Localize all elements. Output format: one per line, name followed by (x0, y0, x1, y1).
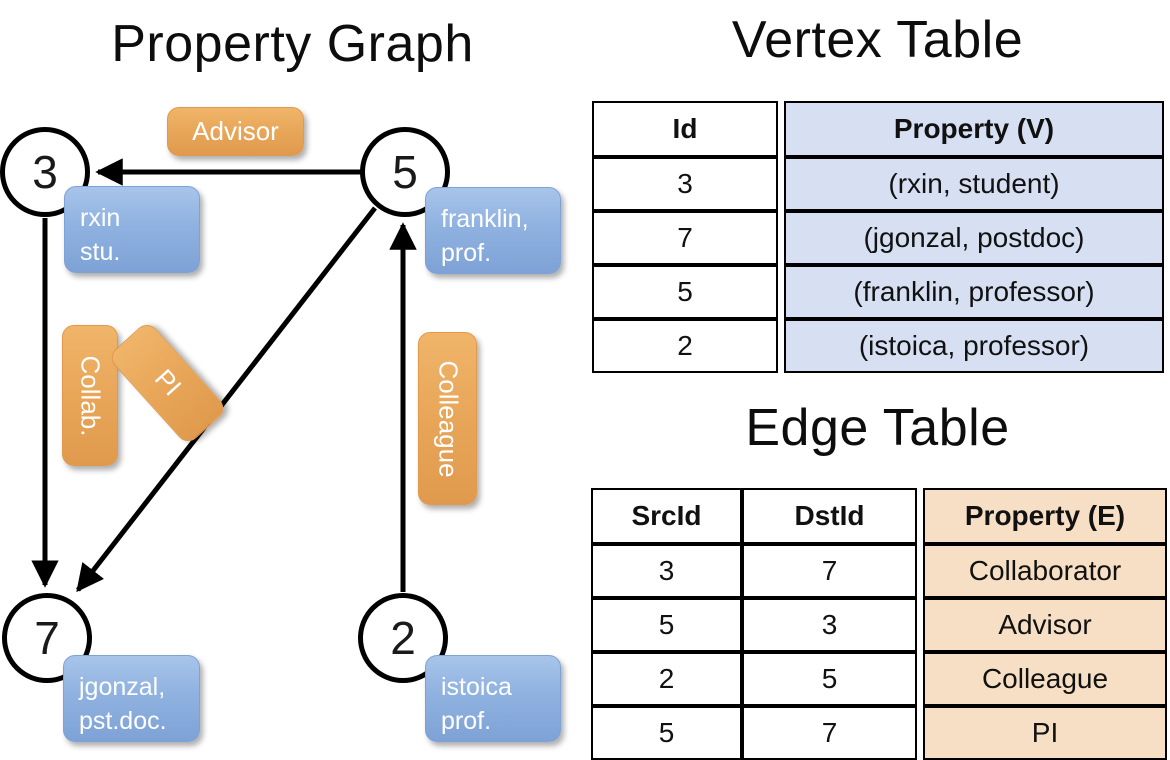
edge-row-1-dst: 3 (742, 598, 917, 652)
table-row[interactable]: 3 7 Collaborator (591, 544, 1167, 598)
graph-node-2[interactable]: 2 (358, 593, 448, 683)
table-row[interactable]: 2 5 Colleague (591, 652, 1167, 706)
page-title-edge-table: Edge Table (745, 399, 1010, 457)
vertex-property-box-jgonzal-line2: pst.doc. (79, 707, 167, 735)
edge-row-1-src: 5 (591, 598, 742, 652)
vertex-property-box-franklin-line2: prof. (441, 239, 492, 267)
page-title-vertex-table: Vertex Table (731, 11, 1024, 69)
edge-5-to-7 (76, 206, 377, 593)
edge-row-3-src: 5 (591, 706, 742, 760)
edge-row-1-prop: Advisor (923, 598, 1167, 652)
edge-table-header-srcid: SrcId (591, 488, 742, 544)
vertex-property-box-istoica-line2: prof. (441, 707, 492, 735)
table-row[interactable]: 2 (istoica, professor) (592, 319, 1164, 373)
vertex-row-3-id: 2 (592, 319, 778, 373)
vertex-table-header-prop: Property (V) (784, 101, 1164, 157)
table-header-row: Id Property (V) (592, 101, 1164, 157)
table-row[interactable]: 3 (rxin, student) (592, 157, 1164, 211)
edge-label-pi-text: PI (148, 363, 188, 402)
edge-label-collab-text: Collab. (75, 355, 106, 436)
vertex-row-2-prop: (franklin, professor) (784, 265, 1164, 319)
edge-row-0-prop: Collaborator (923, 544, 1167, 598)
edge-label-colleague-text: Colleague (433, 359, 463, 478)
edge-row-2-dst: 5 (742, 652, 917, 706)
edge-row-2-src: 2 (591, 652, 742, 706)
graph-node-2-label: 2 (390, 612, 416, 664)
edge-row-2-prop: Colleague (923, 652, 1167, 706)
vertex-table-header-id: Id (592, 101, 778, 157)
property-graph-diagram: 3 5 7 2 rxin stu. franklin, prof. jgonza… (0, 107, 561, 742)
vertex-row-0-prop: (rxin, student) (784, 157, 1164, 211)
graph-edge-lines (31, 158, 417, 593)
edge-label-colleague[interactable]: Colleague (418, 332, 477, 505)
vertex-row-1-prop: (jgonzal, postdoc) (784, 211, 1164, 265)
graph-node-5[interactable]: 5 (360, 127, 450, 217)
vertex-property-box-franklin[interactable]: franklin, prof. (425, 187, 561, 274)
vertex-row-2-id: 5 (592, 265, 778, 319)
edge-row-0-dst: 7 (742, 544, 917, 598)
vertex-property-box-jgonzal[interactable]: jgonzal, pst.doc. (63, 655, 200, 742)
vertex-property-box-jgonzal-line1: jgonzal, (79, 673, 166, 701)
vertex-property-box-istoica[interactable]: istoica prof. (425, 655, 561, 742)
edge-row-0-src: 3 (591, 544, 742, 598)
vertex-row-1-id: 7 (592, 211, 778, 265)
vertex-table: Id Property (V) 3 (rxin, student) 7 (jgo… (592, 101, 1164, 373)
edge-label-collab[interactable]: Collab. (62, 325, 118, 466)
vertex-property-box-rxin[interactable]: rxin stu. (64, 186, 200, 273)
vertex-property-box-rxin-line1: rxin (80, 204, 121, 232)
vertex-property-box-istoica-line1: istoica (441, 673, 512, 701)
edge-label-advisor[interactable]: Advisor (167, 107, 304, 156)
table-row[interactable]: 5 7 PI (591, 706, 1167, 760)
table-header-row: SrcId DstId Property (E) (591, 488, 1167, 544)
page-title-property-graph: Property Graph (111, 15, 474, 73)
table-row[interactable]: 5 (franklin, professor) (592, 265, 1164, 319)
edge-table-header-dstid: DstId (742, 488, 917, 544)
edge-row-3-prop: PI (923, 706, 1167, 760)
vertex-property-box-rxin-line2: stu. (80, 238, 121, 266)
edge-table-header-prop: Property (E) (923, 488, 1167, 544)
graph-node-3-label: 3 (32, 146, 58, 198)
vertex-row-3-prop: (istoica, professor) (784, 319, 1164, 373)
edge-row-3-dst: 7 (742, 706, 917, 760)
graph-node-5-label: 5 (392, 146, 418, 198)
vertex-row-0-id: 3 (592, 157, 778, 211)
edge-label-advisor-text: Advisor (192, 116, 279, 146)
edge-table: SrcId DstId Property (E) 3 7 Collaborato… (591, 488, 1167, 760)
graph-node-7-label: 7 (34, 612, 60, 664)
table-row[interactable]: 5 3 Advisor (591, 598, 1167, 652)
table-row[interactable]: 7 (jgonzal, postdoc) (592, 211, 1164, 265)
vertex-property-box-franklin-line1: franklin, (441, 205, 529, 233)
